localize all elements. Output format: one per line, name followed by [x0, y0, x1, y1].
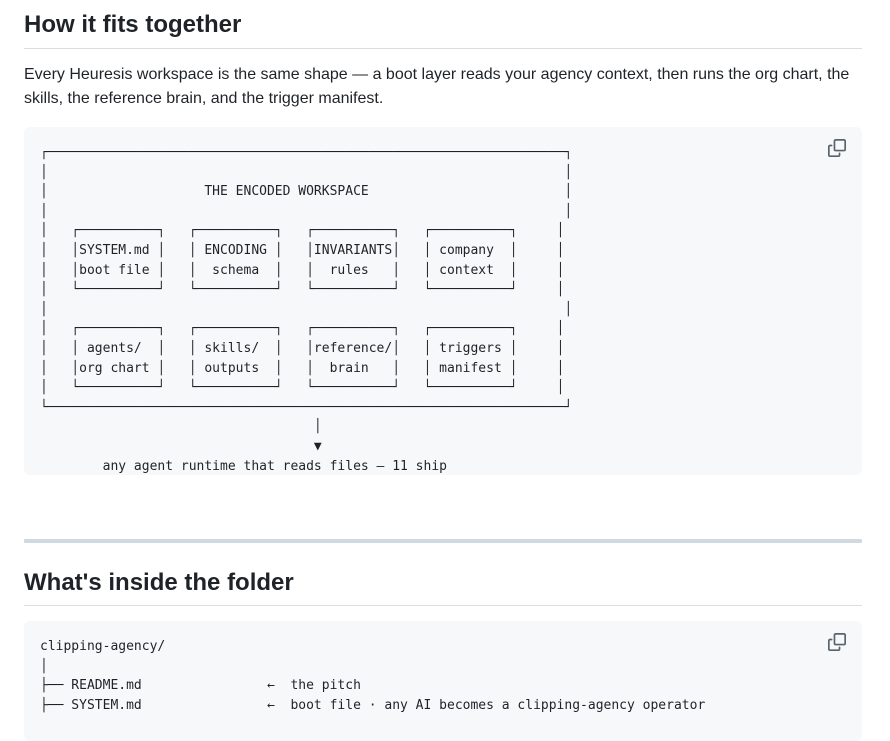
intro-paragraph: Every Heuresis workspace is the same sha…	[24, 66, 850, 107]
copy-button[interactable]	[828, 633, 848, 653]
folder-tree-codeblock: clipping-agency/ │ ├── README.md ← the p…	[24, 621, 862, 741]
workspace-diagram-codeblock: ┌───────────────────────────────────────…	[24, 127, 862, 475]
copy-icon	[828, 139, 846, 157]
copy-icon	[828, 633, 846, 651]
folder-tree: clipping-agency/ │ ├── README.md ← the p…	[40, 639, 706, 713]
section-divider	[24, 539, 862, 543]
section-heading-how-it-fits: How it fits together	[24, 10, 862, 49]
copy-button[interactable]	[828, 139, 848, 159]
workspace-diagram: ┌───────────────────────────────────────…	[40, 145, 573, 474]
section-heading-inside-folder: What's inside the folder	[24, 568, 862, 606]
